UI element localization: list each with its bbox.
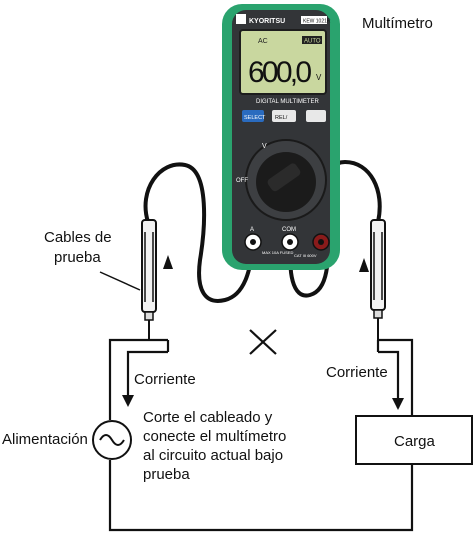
lcd-display xyxy=(239,29,327,95)
v-range-label: V xyxy=(262,143,267,150)
brand-name: KYORITSU xyxy=(249,18,285,25)
lead-arrow-left-icon xyxy=(163,255,173,269)
rel-button[interactable] xyxy=(272,110,296,122)
cut-mark-icon xyxy=(249,329,277,355)
svg-text:REL/: REL/ xyxy=(275,115,288,121)
current-arrow-left-icon xyxy=(122,395,134,407)
display-unit: V xyxy=(316,73,322,82)
right-probe xyxy=(370,219,386,340)
svg-text:SELECT: SELECT xyxy=(244,115,266,121)
load-box xyxy=(355,415,473,465)
current-arrow-right-icon xyxy=(392,398,404,410)
load-label: Carga xyxy=(394,433,436,450)
power-supply-label: Alimentación xyxy=(2,431,88,448)
instruction-line3: al circuito actual bajo xyxy=(143,447,283,464)
display-auto: AUTO xyxy=(304,39,321,45)
inner-loop-left xyxy=(126,350,168,395)
outer-loop-wire xyxy=(108,338,414,532)
test-leads-label-line1: Cables de xyxy=(44,229,112,246)
instruction-line2: conecte el multímetro xyxy=(143,428,286,445)
select-button[interactable] xyxy=(242,110,264,122)
display-mode: AC xyxy=(258,38,268,45)
leads-label-pointer xyxy=(99,271,141,291)
cat-label: CAT III 600V xyxy=(294,253,317,258)
circuit-wiring xyxy=(108,338,414,532)
current-label-left: Corriente xyxy=(134,371,196,388)
current-label-right: Corriente xyxy=(326,364,388,381)
dial-knob[interactable] xyxy=(266,162,302,193)
lead-arrow-right-icon xyxy=(359,258,369,272)
instruction-line4: prueba xyxy=(143,466,190,483)
fuse-label: MAX 10A FUSED xyxy=(262,250,293,255)
off-label: OFF xyxy=(236,178,248,184)
hold-button[interactable] xyxy=(306,110,326,122)
model-name: KEW 1021R xyxy=(303,19,331,25)
test-leads-label-line2: prueba xyxy=(54,249,101,266)
multimeter: KYORITSU KEW 1021R AC AUTO 600,0 V DIGIT… xyxy=(222,4,340,270)
a-label: A xyxy=(250,227,254,233)
panel-name: DIGITAL MULTIMETER xyxy=(256,99,320,105)
inner-loop-right xyxy=(378,350,400,408)
ac-source-icon xyxy=(92,420,132,460)
display-reading: 600,0 xyxy=(248,56,312,89)
instruction-line1: Corte el cableado y xyxy=(143,409,273,426)
left-probe xyxy=(141,219,157,340)
com-label: COM xyxy=(282,227,296,233)
multimeter-label: Multímetro xyxy=(362,15,433,32)
brand-logo-icon xyxy=(236,14,246,24)
